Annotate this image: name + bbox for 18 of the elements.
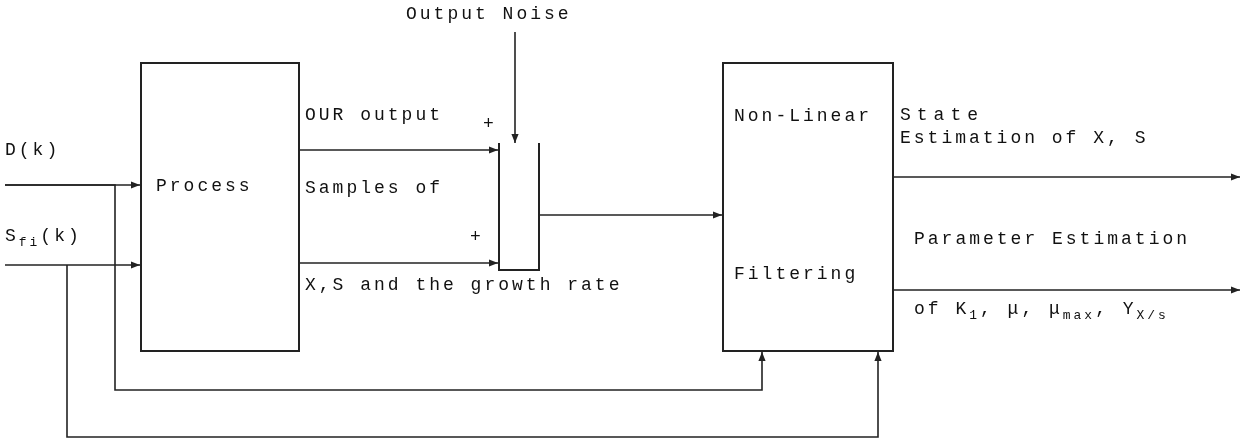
arrow — [893, 173, 1241, 181]
block-label: Non-Linear — [734, 106, 873, 128]
arrow — [299, 259, 499, 267]
input-label: S$_{fi}$(k) — [5, 226, 82, 251]
summing-junction — [498, 143, 540, 271]
arrow — [511, 31, 519, 144]
arrow — [893, 286, 1241, 294]
noise-label: Output Noise — [406, 4, 572, 26]
input-label: D(k) — [5, 140, 61, 162]
arrow — [66, 264, 882, 438]
arrow — [299, 146, 499, 154]
block-label: Process — [156, 176, 253, 198]
block-label: Filtering — [734, 264, 859, 286]
arrow — [4, 184, 766, 391]
arrow — [4, 261, 141, 269]
arrow — [539, 211, 723, 219]
filter-block — [722, 62, 894, 352]
process-block — [140, 62, 300, 352]
